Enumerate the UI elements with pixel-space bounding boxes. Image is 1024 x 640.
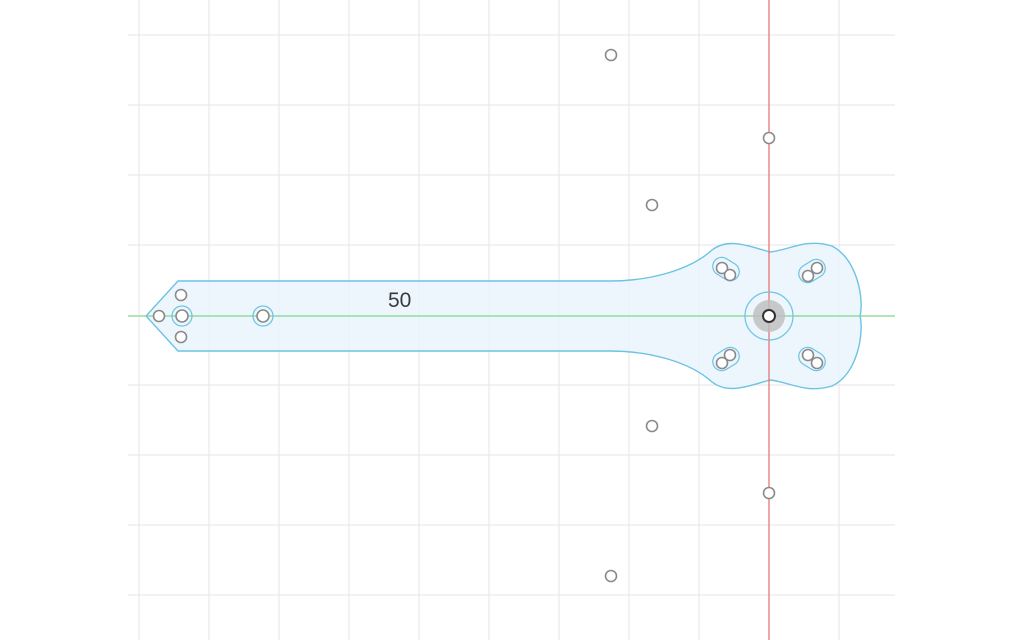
sketch-grid (128, 0, 895, 640)
arm-hole[interactable] (256, 309, 270, 323)
left-tip-point[interactable] (152, 309, 166, 323)
dimension-label[interactable]: 50 (388, 289, 411, 312)
sketch-point-4[interactable] (645, 419, 659, 433)
left-hole-ring (171, 305, 193, 327)
sketch-point-3[interactable] (645, 198, 659, 212)
motor-slot-bottom-left[interactable] (709, 344, 742, 374)
motor-slot-top-right[interactable] (795, 256, 828, 286)
left-hole-bottom[interactable] (174, 330, 188, 344)
left-center-hole[interactable] (175, 309, 189, 323)
sketch-point-5[interactable] (762, 486, 776, 500)
motor-slot-top-left[interactable] (709, 254, 742, 284)
motor-center-point[interactable] (762, 309, 776, 323)
sketch-point-1[interactable] (604, 48, 618, 62)
motor-slot-bottom-right[interactable] (795, 344, 828, 374)
left-hole-top[interactable] (174, 288, 188, 302)
motor-center-ring (744, 291, 794, 341)
arm-hole-ring (252, 305, 274, 327)
sketch-point-2[interactable] (762, 131, 776, 145)
sketch-point-6[interactable] (604, 569, 618, 583)
